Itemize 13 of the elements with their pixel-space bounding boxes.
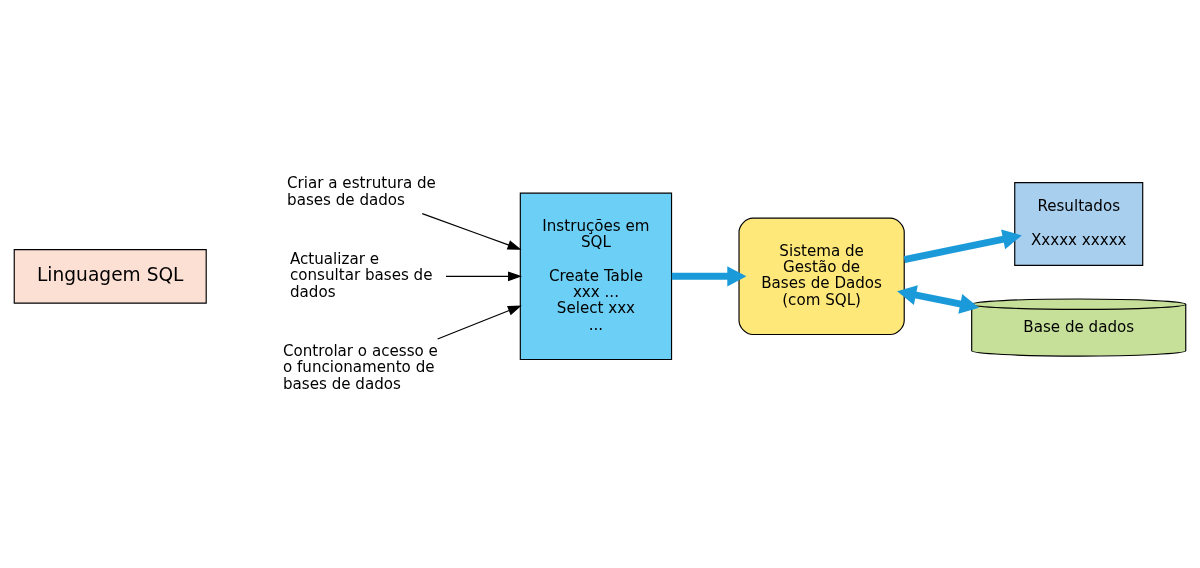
node-text: Criar a estrutura de bases de dados (287, 173, 436, 209)
node-box: Instruções em SQL Create Table xxx ... Select xxx ... (519, 192, 673, 360)
arrow (445, 270, 522, 281)
arrow (437, 304, 522, 340)
node-box: Resultados Xxxxx xxxxx (1014, 181, 1144, 266)
arrow (671, 265, 747, 286)
arrow (897, 284, 980, 314)
arrow (903, 228, 1022, 263)
node-box: Sistema de Gestão de Bases de Dados (com SQL) (738, 217, 905, 335)
node-box: Linguagem SQL (13, 248, 207, 304)
node-text: Actualizar e consultar bases de dados (289, 249, 433, 301)
arrow (421, 212, 522, 250)
node-text: Controlar o acesso e o funcionamento de bases de dados (282, 341, 438, 392)
